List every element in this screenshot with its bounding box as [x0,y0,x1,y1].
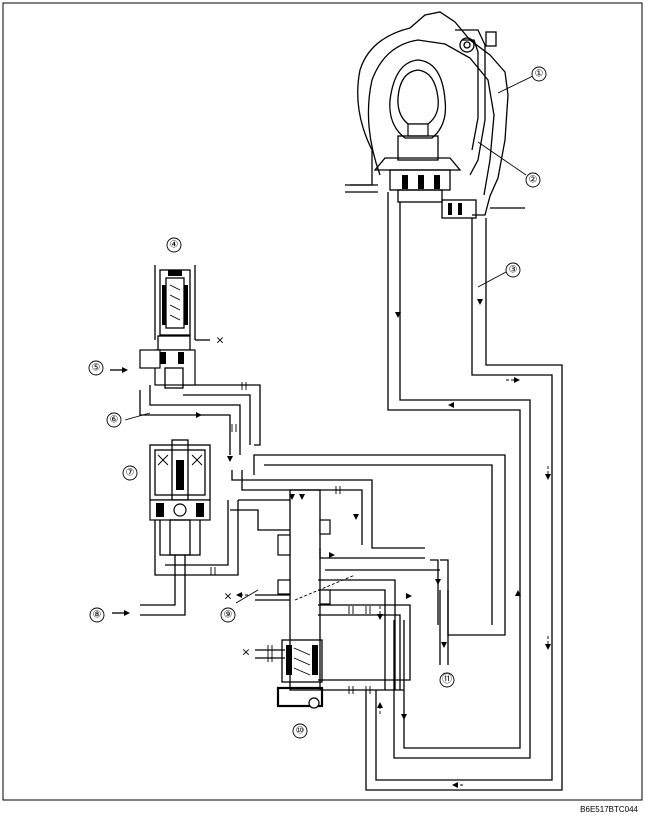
leader-lines [124,75,534,604]
drain-mark-9: × [223,590,232,603]
drain-mark-upper: × [215,334,224,347]
drain-mark-10: × [241,646,250,659]
callout-1: ① [531,66,547,82]
callout-6: ⑥ [106,412,122,428]
flow-arrows [110,299,551,788]
callout-9: ⑨ [220,607,236,623]
callout-2: ② [525,172,541,188]
svg-text:③: ③ [509,265,518,276]
callout-11: ⑪ [439,672,455,688]
callout-5: ⑤ [88,360,104,376]
svg-text:⑦: ⑦ [126,468,135,479]
callout-8: ⑧ [89,607,105,623]
svg-text:⑤: ⑤ [92,363,101,374]
svg-text:⑨: ⑨ [224,610,233,621]
svg-text:⑧: ⑧ [93,610,102,621]
control-valve-body [276,489,331,709]
svg-text:②: ② [529,175,538,186]
callout-7: ⑦ [122,465,138,481]
oil-passages [139,192,563,791]
figure-code: B6E517BTC044 [580,805,638,814]
svg-text:⑪: ⑪ [442,674,452,686]
svg-text:④: ④ [170,240,179,251]
figure-frame [2,2,643,801]
solenoid-valve-lower [149,439,211,556]
solenoid-valve-upper [139,265,210,389]
svg-text:⑥: ⑥ [110,415,119,426]
torque-converter [345,11,525,219]
callout-10: ⑩ [292,723,308,739]
callout-4: ④ [166,237,182,253]
svg-text:①: ① [535,69,544,80]
svg-text:⑩: ⑩ [296,726,305,737]
callout-3: ③ [505,262,521,278]
orifice-marks [210,382,371,694]
